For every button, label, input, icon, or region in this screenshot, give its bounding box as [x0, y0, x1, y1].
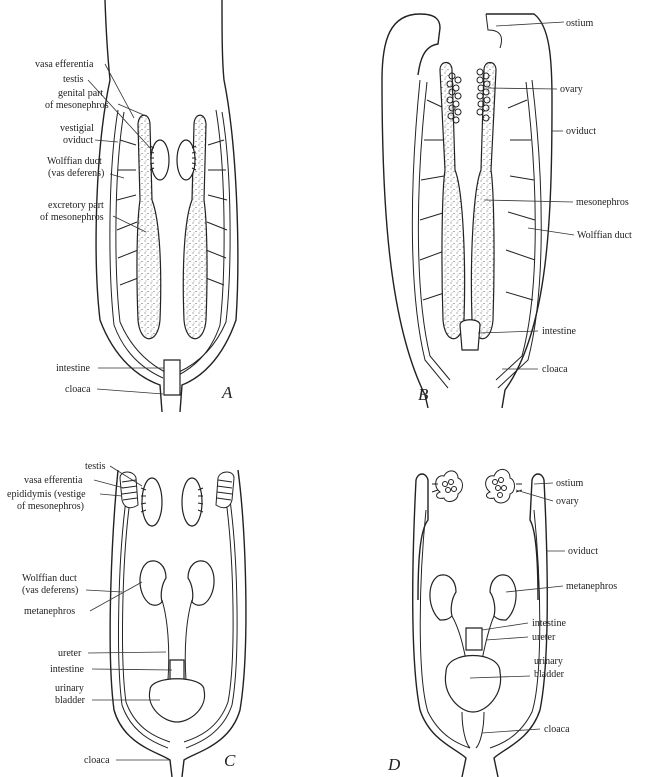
label-excretory-2: of mesonephros [40, 212, 104, 223]
label-testis-c: testis [85, 461, 106, 472]
label-wolffian-duct: Wolffian duct [577, 230, 632, 241]
label-wolffian-2-c: (vas deferens) [22, 585, 78, 596]
panel-c-letter: C [224, 751, 236, 770]
panel-a-intestine [164, 360, 180, 395]
label-oviduct-d: oviduct [568, 546, 598, 557]
label-urinary-2-c: bladder [55, 695, 86, 706]
panel-d-labels: ostium ovary oviduct metanephros intesti… [387, 478, 617, 774]
panel-c-testis-right [182, 478, 202, 526]
label-epididymis-1: epididymis (vestige [7, 489, 86, 500]
label-intestine: intestine [56, 363, 90, 374]
panel-a-testis-left [151, 140, 169, 180]
panel-a-testis-right [177, 140, 195, 180]
label-ureter-d: ureter [532, 632, 556, 643]
label-intestine-d: intestine [532, 618, 566, 629]
panel-a-letter: A [221, 383, 233, 402]
label-urinary-1-c: urinary [55, 683, 84, 694]
panel-c: testis vasa efferentia epididymis (vesti… [7, 461, 246, 777]
panel-d-metanephros-left [430, 575, 456, 620]
panel-b: ostium ovary oviduct mesonephros Wolffia… [382, 14, 632, 408]
label-metanephros-d: metanephros [566, 581, 617, 592]
panel-c-metanephros-left [140, 561, 166, 605]
label-testis: testis [63, 74, 84, 85]
panel-c-body [110, 470, 246, 777]
label-cloaca-c: cloaca [84, 755, 110, 766]
label-ostium-d: ostium [556, 478, 583, 489]
panel-d-ovary-left [432, 471, 463, 502]
label-epididymis-2: of mesonephros) [17, 501, 84, 512]
label-oviduct: oviduct [566, 126, 596, 137]
panel-a: vasa efferentia testis genital part of m… [35, 0, 238, 412]
panel-b-intestine [460, 320, 480, 350]
panel-d-ovary-right [486, 469, 522, 503]
label-cloaca: cloaca [65, 384, 91, 395]
panel-d-letter: D [387, 755, 401, 774]
label-ureter-c: ureter [58, 648, 82, 659]
label-vestigial-1: vestigial [60, 123, 94, 134]
panel-d-intestine [466, 628, 482, 650]
panel-d-metanephros-right [490, 575, 516, 620]
label-urinary-1-d: urinary [534, 656, 563, 667]
label-vestigial-2: oviduct [63, 135, 93, 146]
label-cloaca-d: cloaca [544, 724, 570, 735]
panel-c-epididymis-left [120, 472, 138, 508]
label-urinary-2-d: bladder [534, 669, 565, 680]
label-wolffian-1: Wolffian duct [47, 156, 102, 167]
panel-c-testis-left [142, 478, 162, 526]
label-vasa-efferentia: vasa efferentia [35, 59, 94, 70]
label-wolffian-2: (vas deferens) [48, 168, 104, 179]
panel-d: ostium ovary oviduct metanephros intesti… [387, 469, 617, 777]
label-ovary: ovary [560, 84, 583, 95]
panel-c-metanephros-right [188, 561, 214, 605]
panel-b-mesonephros-left [440, 63, 465, 339]
panel-a-body [96, 0, 238, 412]
label-excretory-1: excretory part [48, 200, 104, 211]
label-cloaca-b: cloaca [542, 364, 568, 375]
label-ostium: ostium [566, 18, 593, 29]
label-ovary-d: ovary [556, 496, 579, 507]
label-genital-part-1: genital part [58, 88, 103, 99]
panel-b-letter: B [418, 385, 429, 404]
label-mesonephros: mesonephros [576, 197, 629, 208]
label-vasa-efferentia-c: vasa efferentia [24, 475, 83, 486]
panel-d-urinary-bladder [445, 656, 500, 713]
label-genital-part-2: of mesonephros [45, 100, 109, 111]
panel-c-epididymis-right [216, 472, 234, 508]
label-wolffian-1-c: Wolffian duct [22, 573, 77, 584]
label-intestine-b: intestine [542, 326, 576, 337]
panel-d-body [413, 474, 548, 777]
label-intestine-c: intestine [50, 664, 84, 675]
label-metanephros-c: metanephros [24, 606, 75, 617]
